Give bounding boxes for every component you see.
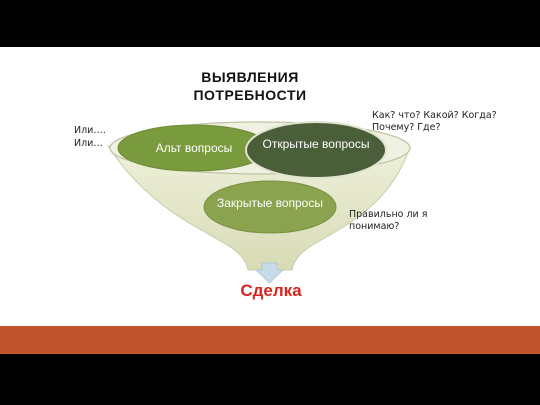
note-open-questions: Как? что? Какой? Когда? Почему? Где?	[372, 110, 497, 133]
node-open-questions	[245, 121, 387, 179]
note-or-line1: Или….	[74, 125, 106, 136]
page-title: ВЫЯВЛЕНИЯ ПОТРЕБНОСТИ	[193, 69, 307, 103]
label-alt-questions: Альт вопросы	[155, 141, 233, 155]
note-closed-questions: Правильно ли я понимаю?	[349, 209, 428, 232]
bottom-accent-bar	[0, 326, 540, 354]
note-or-line2: Или…	[74, 138, 103, 149]
down-arrow-icon	[255, 262, 284, 284]
node-closed-questions	[203, 180, 337, 234]
label-open-questions: Открытые вопросы	[262, 137, 370, 151]
label-closed-questions: Закрытые вопросы	[217, 196, 323, 210]
result-deal: Сделка	[240, 281, 302, 300]
